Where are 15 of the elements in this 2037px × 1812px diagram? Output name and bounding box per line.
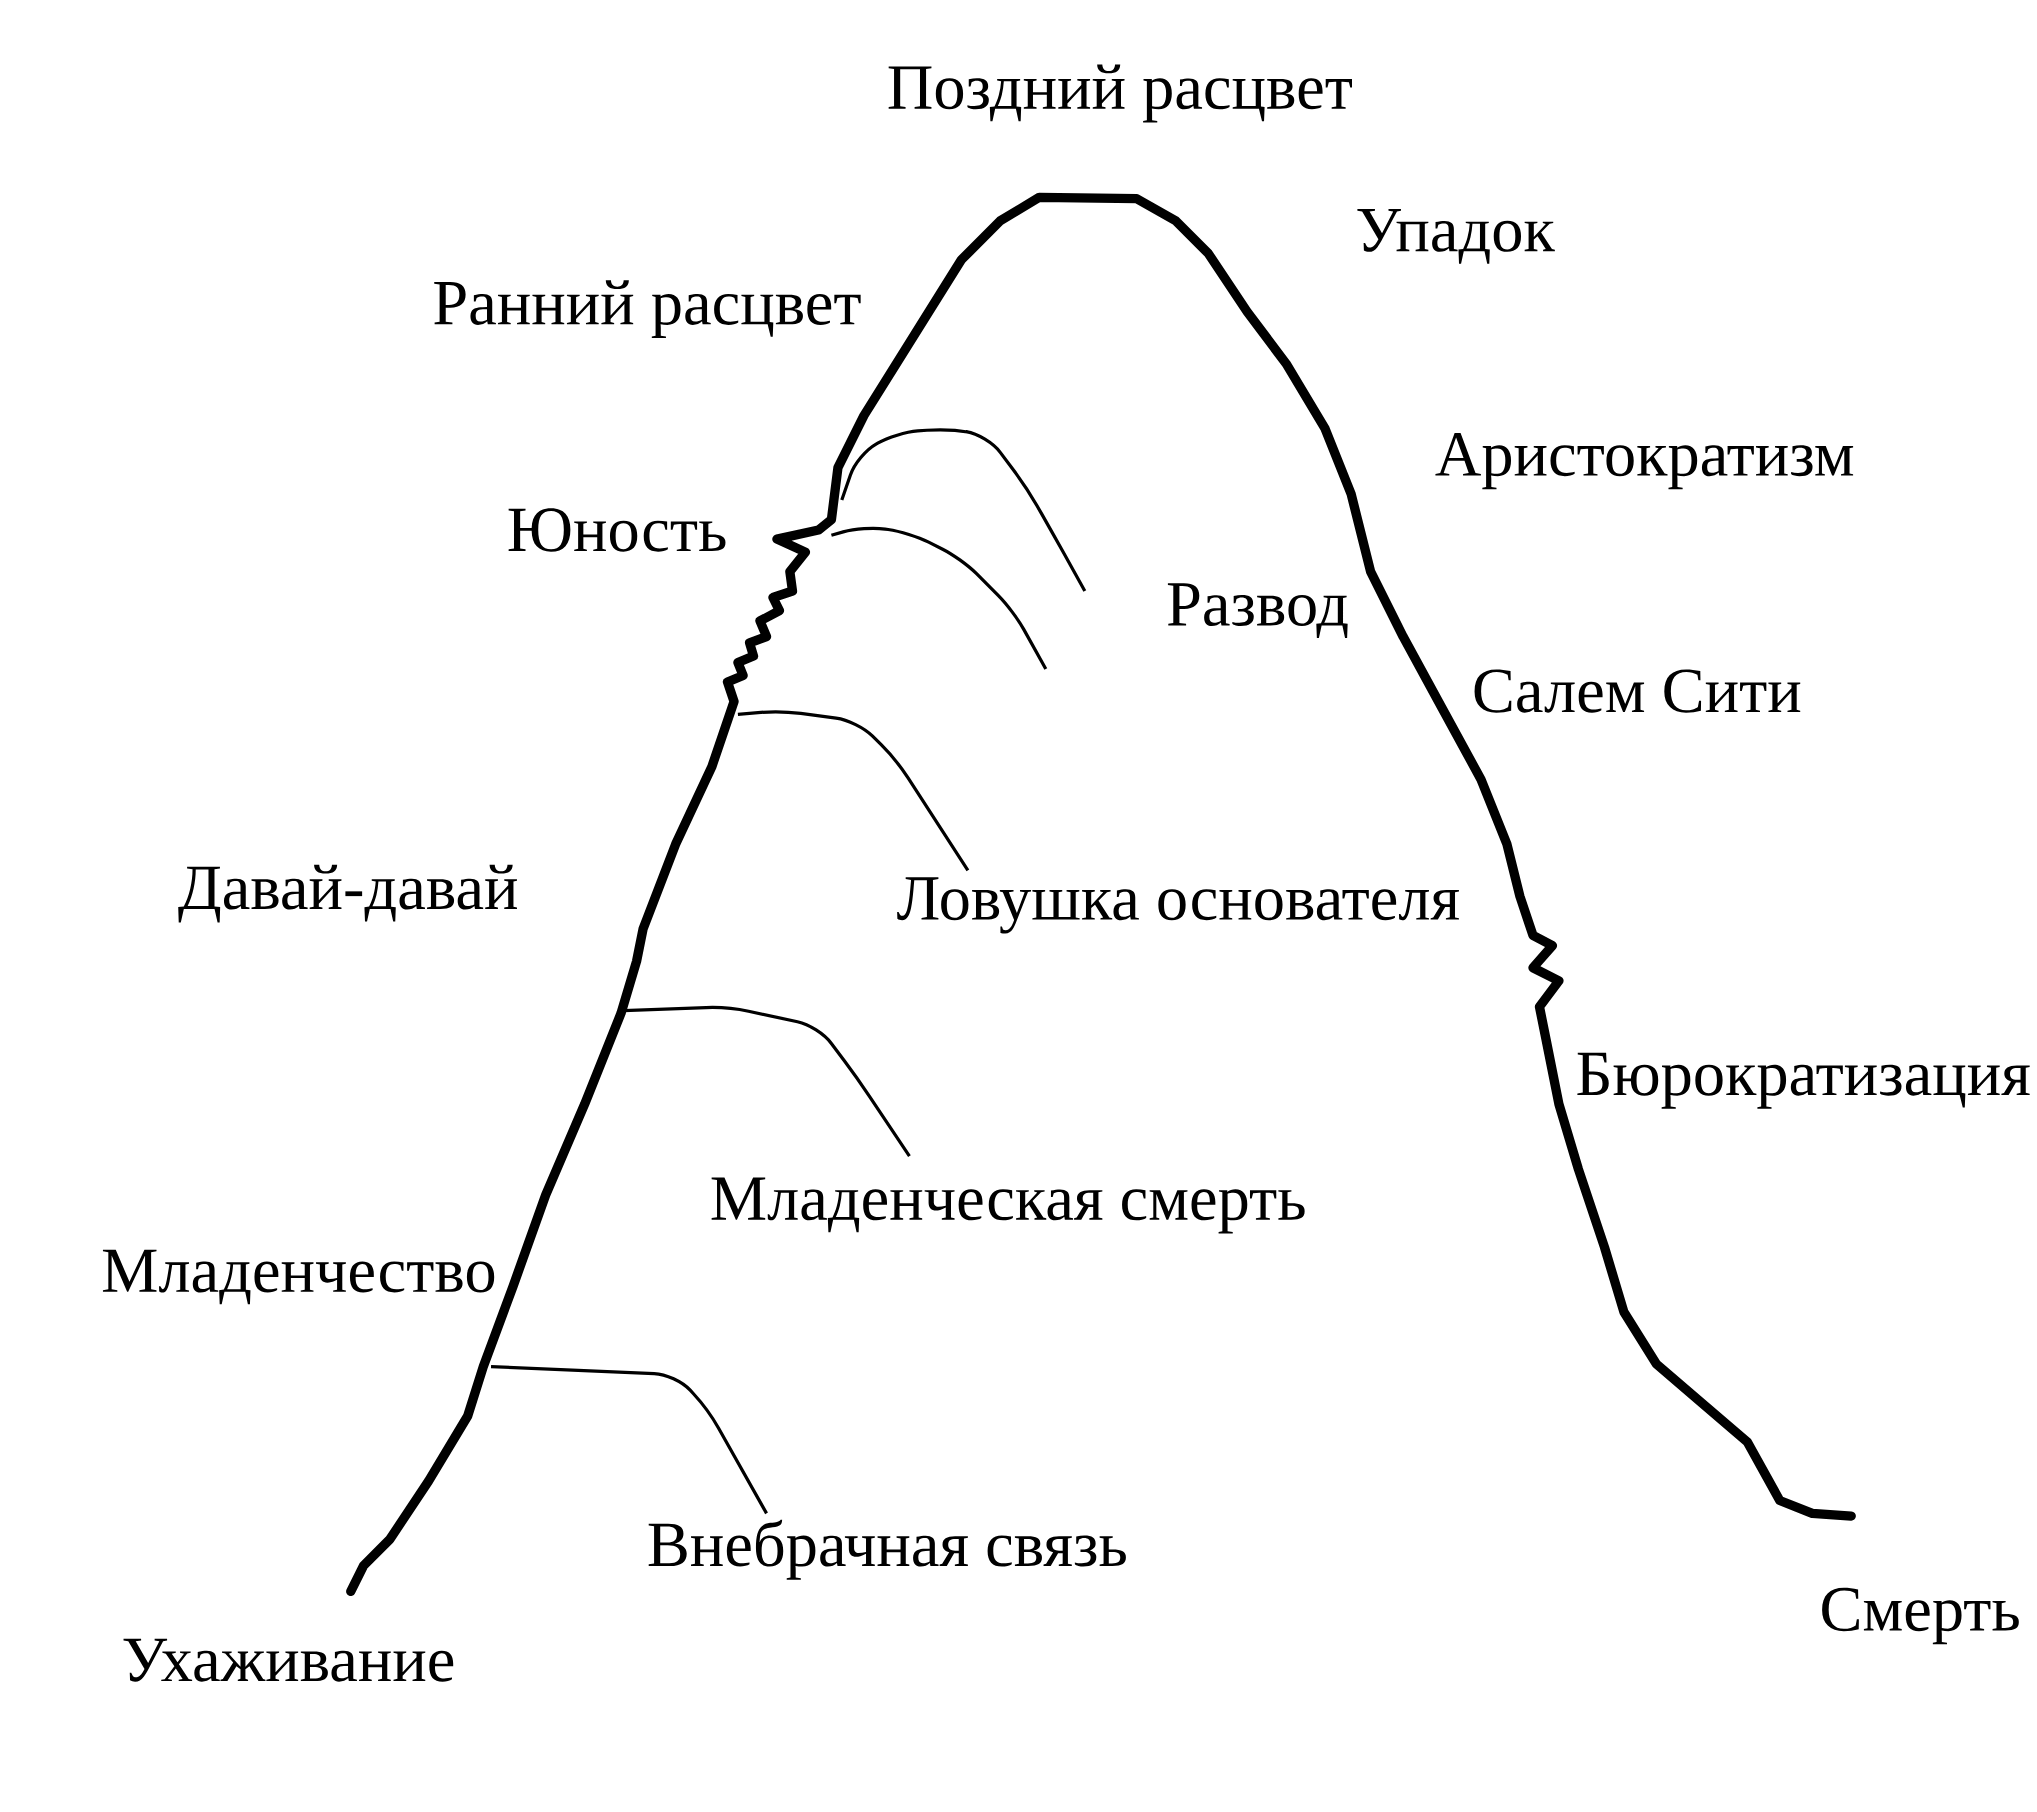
stage-label: Упадок [1357, 208, 1555, 264]
stage-label: Поздний расцвет [888, 64, 1352, 123]
stage-label: Ухаживание [123, 1638, 454, 1682]
stage-label: Развод [1167, 583, 1348, 638]
stage-label: Ловушка основателя [897, 877, 1459, 934]
stage-label: Салем Сити [1474, 669, 1801, 713]
stage-label: Смерть [1822, 1587, 2019, 1645]
stage-label: Юность [508, 508, 726, 552]
stage-label: Аристократизм [1435, 432, 1854, 490]
stage-label: Ранний расцвет [434, 280, 861, 338]
stage-label: Давай-давай [178, 864, 517, 923]
stage-label: Младенческая смерть [711, 1177, 1305, 1234]
stage-label: Внебрачная связь [648, 1519, 1126, 1580]
stage-label: Младенчество [102, 1249, 495, 1305]
stage-label: Бюрократизация [1577, 1052, 2030, 1109]
